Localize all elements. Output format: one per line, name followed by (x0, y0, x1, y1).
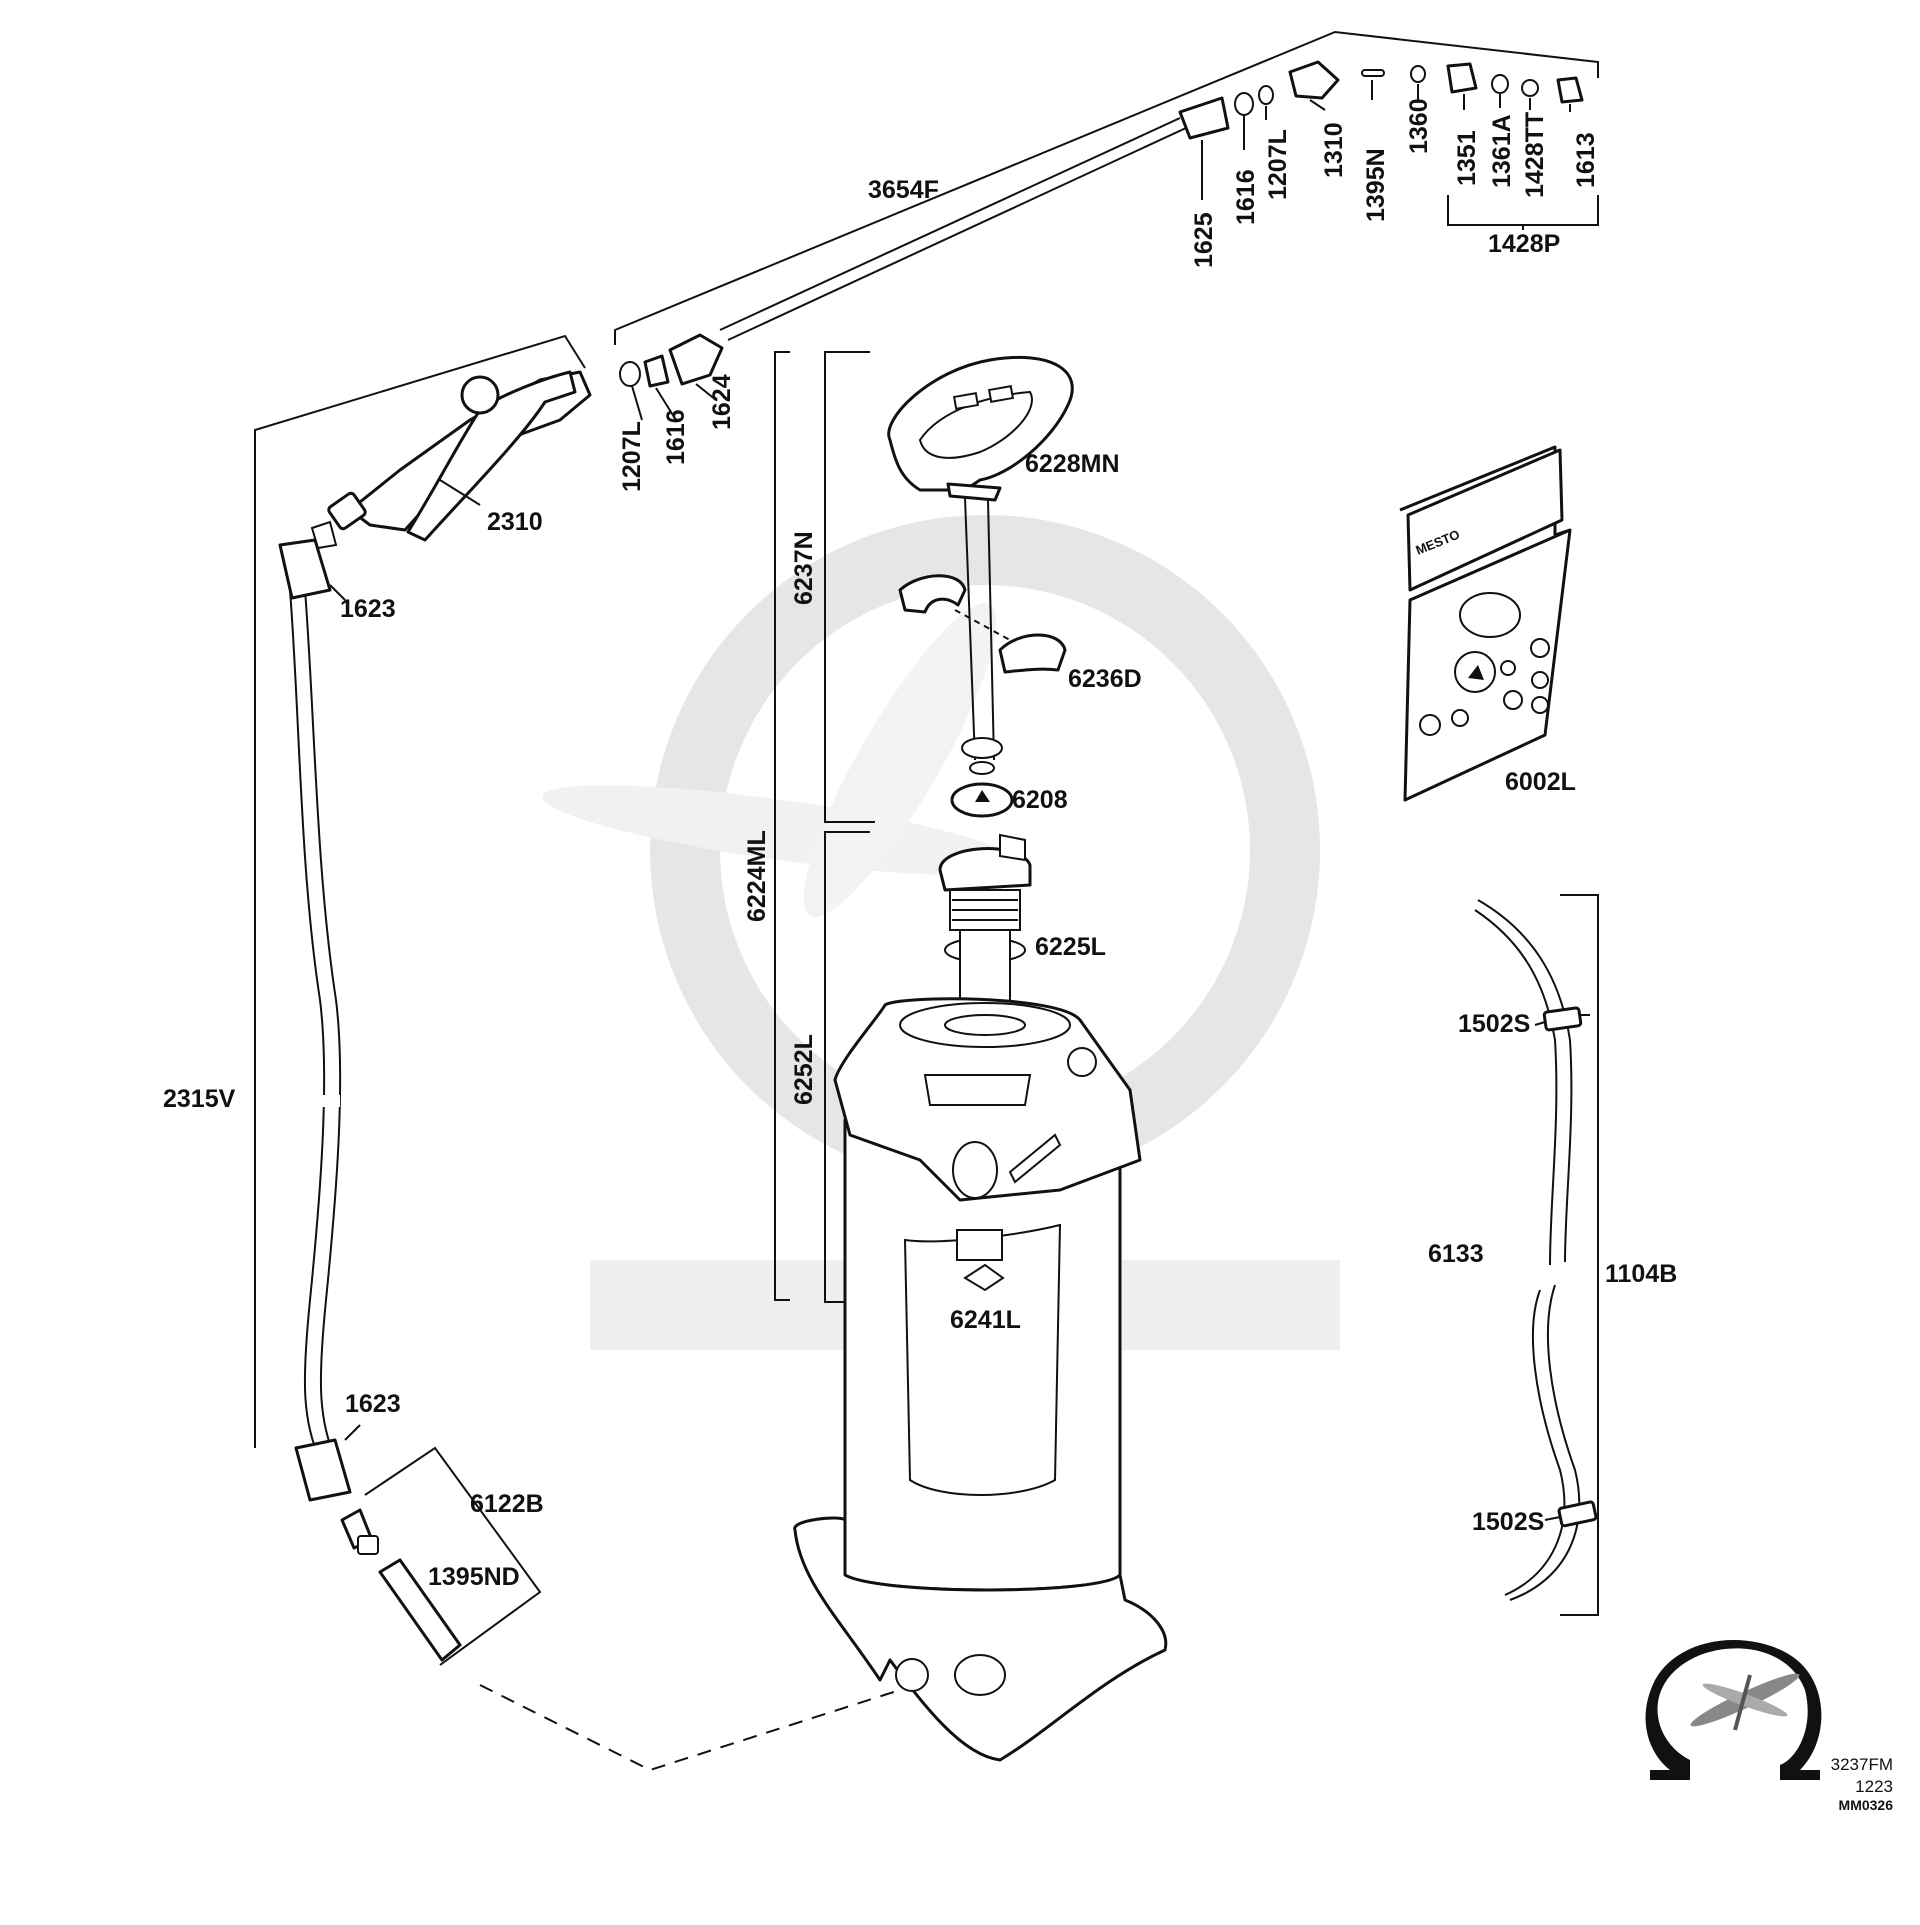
footer-code-3: MM0326 (1839, 1797, 1894, 1813)
footer-codes: 3237FM 1223 MM0326 (1831, 1755, 1894, 1813)
label-1207L-lower: 1207L (618, 421, 646, 492)
nozzle-parts (1178, 60, 1599, 230)
hose-2315V (278, 520, 361, 1502)
label-1428TT: 1428TT (1521, 112, 1549, 198)
strap-1104B (1474, 894, 1599, 1616)
label-1624: 1624 (708, 374, 736, 430)
label-6241L: 6241L (950, 1306, 1021, 1334)
clips-6236D (898, 574, 1067, 674)
label-1623-lower: 1623 (345, 1390, 401, 1418)
label-6252L: 6252L (790, 1034, 818, 1105)
label-6002L: 6002L (1505, 768, 1576, 796)
label-1310: 1310 (1320, 122, 1348, 178)
label-1361A: 1361A (1488, 114, 1516, 188)
label-1428P: 1428P (1488, 230, 1560, 258)
label-1616: 1616 (1232, 169, 1260, 225)
label-1502S-lower: 1502S (1472, 1508, 1544, 1536)
label-1625: 1625 (1190, 212, 1218, 268)
label-1395N: 1395N (1362, 148, 1390, 222)
label-1360: 1360 (1405, 98, 1433, 154)
omega-logo (1645, 1640, 1822, 1780)
label-6133: 6133 (1428, 1240, 1484, 1268)
label-6224ML: 6224ML (743, 830, 771, 922)
label-1395ND: 1395ND (428, 1563, 520, 1591)
label-2315V: 2315V (163, 1085, 236, 1113)
label-6237N: 6237N (790, 531, 818, 605)
label-6122B: 6122B (470, 1490, 544, 1518)
filter-parts-6122B (340, 1446, 901, 1772)
label-6236D: 6236D (1068, 665, 1142, 693)
label-1502S-upper: 1502S (1458, 1010, 1530, 1038)
label-6208: 6208 (1012, 786, 1068, 814)
label-2310: 2310 (487, 508, 543, 536)
valve-6208 (950, 782, 1014, 818)
repair-kit-6002L: MESTO (1399, 445, 1572, 802)
label-1616-lower: 1616 (662, 409, 690, 465)
pump-handle-6228MN (887, 355, 1074, 775)
footer-code-2: 1223 (1855, 1777, 1893, 1796)
label-1623-upper: 1623 (340, 595, 396, 623)
lance-3654F (614, 30, 1599, 345)
label-6225L: 6225L (1035, 933, 1106, 961)
label-1104B: 1104B (1605, 1260, 1677, 1288)
lance-connection (619, 333, 724, 421)
part-labels: 3654F 1625 1616 1207L 1310 1395N 1360 13… (163, 98, 1677, 1591)
footer-code-1: 3237FM (1831, 1755, 1893, 1774)
label-1207L: 1207L (1264, 129, 1292, 200)
label-3654F: 3654F (868, 176, 939, 204)
label-1351: 1351 (1453, 130, 1481, 186)
sprayer-tank (793, 997, 1168, 1762)
label-6228MN: 6228MN (1025, 450, 1120, 478)
label-1613: 1613 (1572, 132, 1600, 188)
trigger-handle-2310 (254, 334, 592, 1448)
